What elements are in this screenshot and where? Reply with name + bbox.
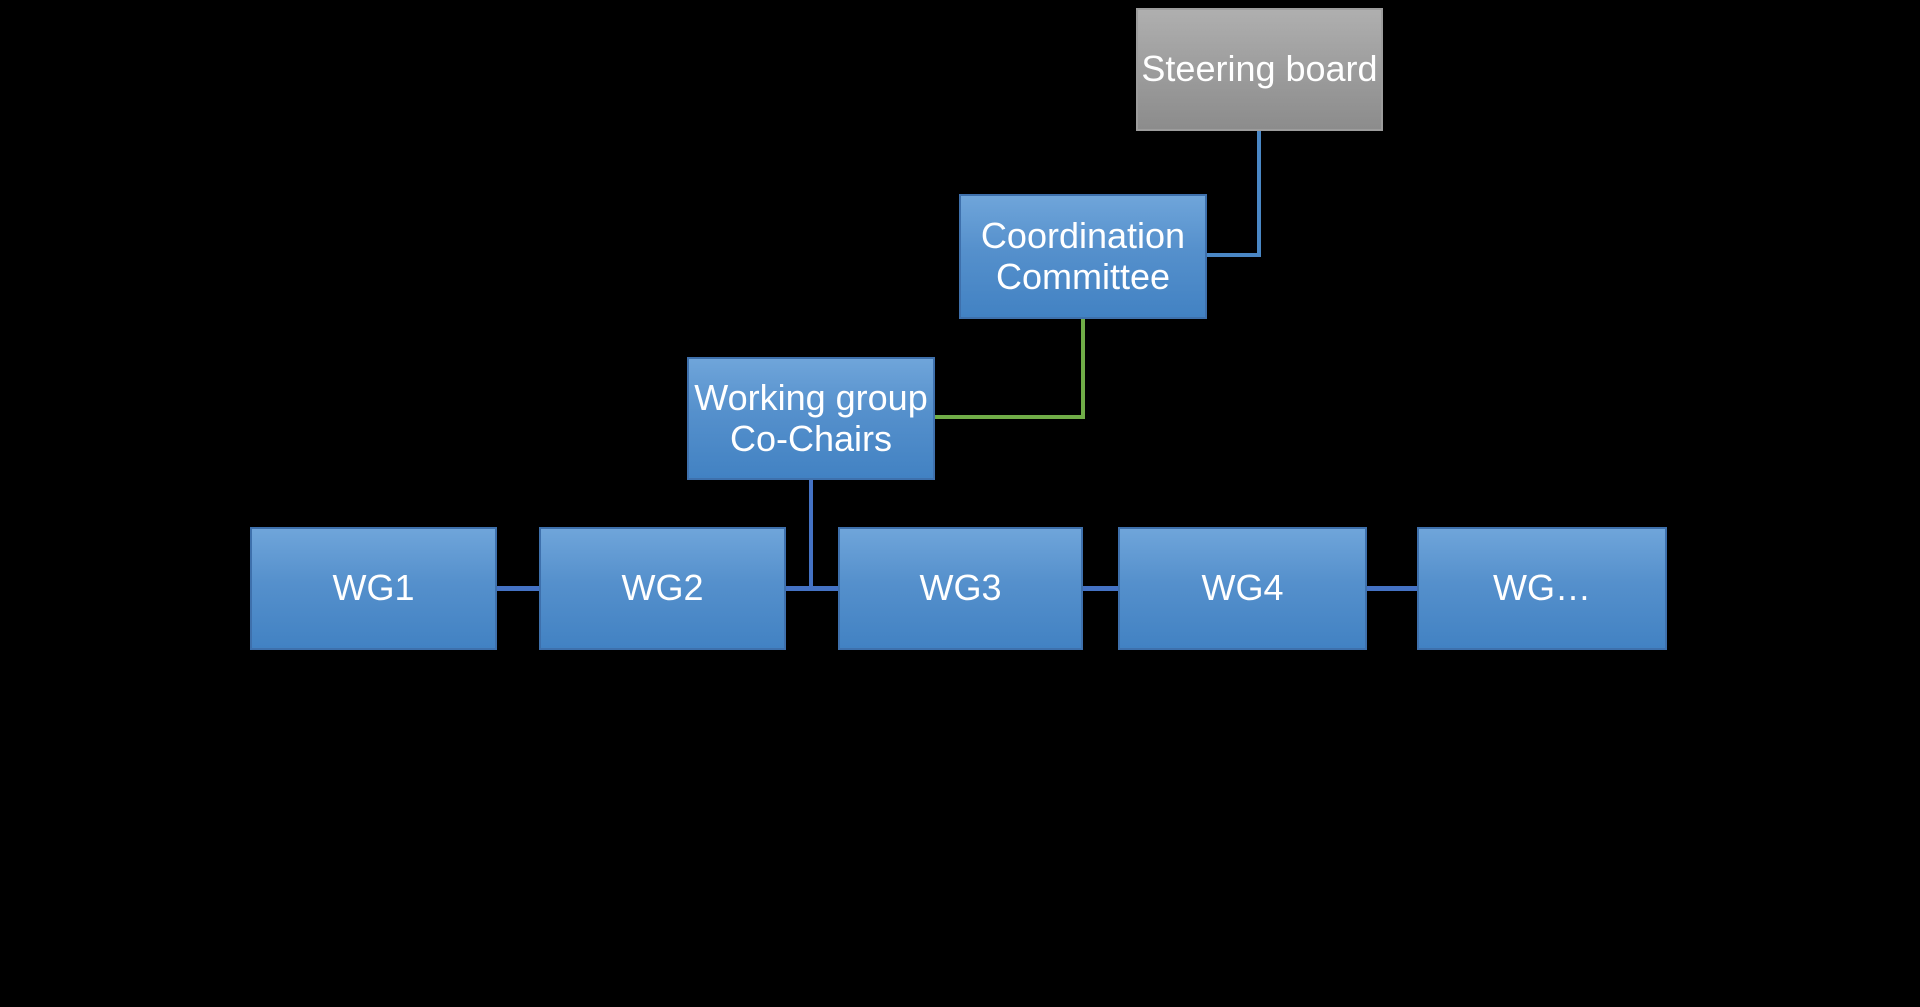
node-wg2[interactable]: WG2 — [539, 527, 786, 650]
node-steering-board-label: Steering board — [1141, 48, 1378, 90]
node-wg-more[interactable]: WG… — [1417, 527, 1667, 650]
connector-wg4-wg5 — [1367, 586, 1417, 591]
node-working-group-co-chairs-label: Working group Co-Chairs — [694, 377, 928, 459]
node-wg4-label: WG4 — [1201, 567, 1284, 609]
connector-steering-to-coordination-horizontal — [1207, 253, 1261, 257]
node-wg3[interactable]: WG3 — [838, 527, 1083, 650]
node-wg1[interactable]: WG1 — [250, 527, 497, 650]
connector-steering-to-coordination-vertical — [1257, 131, 1261, 257]
connector-wg1-wg2 — [497, 586, 539, 591]
node-coordination-committee-label: Coordination Committee — [980, 215, 1186, 297]
node-wg3-label: WG3 — [919, 567, 1002, 609]
connector-wg3-wg4 — [1083, 586, 1118, 591]
node-working-group-co-chairs[interactable]: Working group Co-Chairs — [687, 357, 935, 480]
node-steering-board[interactable]: Steering board — [1136, 8, 1383, 131]
node-wg-more-label: WG… — [1493, 567, 1591, 609]
connector-coordination-to-cochairs-vertical — [1081, 319, 1085, 419]
node-coordination-committee[interactable]: Coordination Committee — [959, 194, 1207, 319]
connector-wg2-wg3 — [786, 586, 838, 591]
node-wg4[interactable]: WG4 — [1118, 527, 1367, 650]
connector-coordination-to-cochairs-horizontal — [935, 415, 1085, 419]
node-wg2-label: WG2 — [621, 567, 704, 609]
node-wg1-label: WG1 — [332, 567, 415, 609]
connector-cochairs-to-wg-row — [809, 480, 813, 591]
